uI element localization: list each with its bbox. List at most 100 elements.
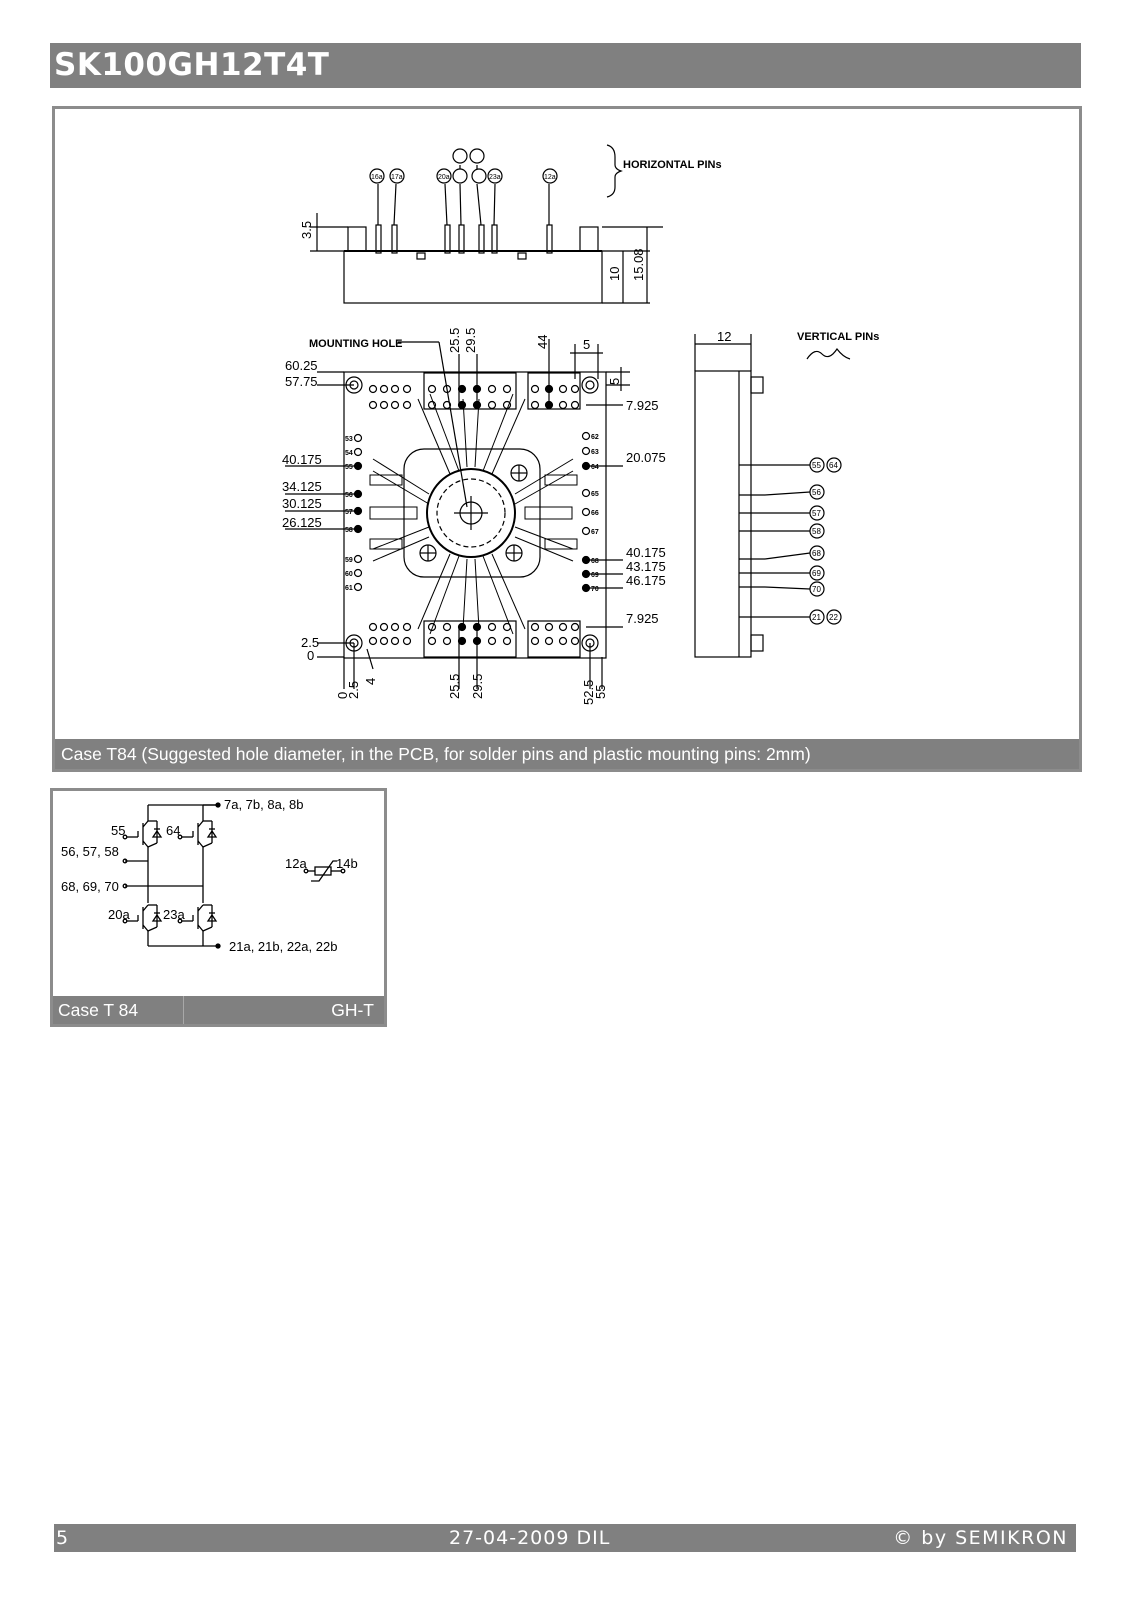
footer-date: 27-04-2009 DIL [449,1527,611,1549]
pin-60: 60 [345,571,353,578]
vertical-pins-label: VERTICAL PINs [797,331,879,343]
footer-copyright: © by SEMIKRON [893,1527,1068,1549]
right-side-view [694,370,752,658]
pin-70: 70 [591,586,599,593]
dim-57-75: 57.75 [285,374,318,389]
schematic-panel: 7a, 7b, 8a, 8b 21a, 21b, 22a, 22b 56, 57… [50,788,387,1027]
label-55: 55 [111,823,125,838]
dim-bottom-4: 4 [363,678,378,685]
pin-57: 57 [345,509,353,516]
schematic-topology-label: GH-T [331,1000,374,1020]
dim-26-125: 26.125 [282,515,322,530]
dim-right-7-925-bottom: 7.925 [626,611,659,626]
dim-30-125: 30.125 [282,496,322,511]
pin-67: 67 [591,529,599,536]
dim-34-125: 34.125 [282,479,322,494]
label-14b: 14b [336,856,358,871]
ntc-thermistor [303,860,346,882]
schematic-case-label: Case T 84 [53,996,184,1024]
vcallout-69: 69 [812,569,821,578]
page-title: SK100GH12T4T [50,43,1081,88]
pin-59: 59 [345,557,353,564]
callout-17a: 17a [391,174,403,181]
side-view-body [343,250,603,304]
callout-12a: 12a [544,174,556,181]
pin-64: 64 [591,464,599,471]
dim-top-44: 44 [535,335,550,349]
dim-right-40-175: 40.175 [626,545,666,560]
page-number: 5 [56,1527,69,1549]
callout-23a: 23a [489,174,501,181]
vertical-pins [739,464,811,618]
case-drawing-panel: HORIZONTAL PINs VERTICAL PINs MOUNTING H… [52,106,1082,772]
dim-20-075: 20.075 [626,450,666,465]
top-view-body [343,371,607,659]
left-pin-column [353,433,363,592]
side-view-pins [375,224,553,254]
case-drawing: HORIZONTAL PINs VERTICAL PINs MOUNTING H… [282,144,879,705]
pin-56: 56 [345,492,353,499]
label-68-70: 68, 69, 70 [61,879,119,894]
circuit-schematic: 7a, 7b, 8a, 8b 21a, 21b, 22a, 22b 56, 57… [61,797,358,954]
dim-left-0: 0 [307,648,314,663]
vcallout-22: 22 [829,613,838,622]
dim-left-2-5: 2.5 [301,635,319,650]
dim-width-12: 12 [717,329,731,344]
label-23a: 23a [163,907,185,922]
vcallout-64: 64 [829,461,838,470]
dim-top-29-5: 29.5 [463,328,478,353]
dim-46-175: 46.175 [626,573,666,588]
igbt-20a [137,904,163,932]
pin-63: 63 [591,449,599,456]
pin-65: 65 [591,491,599,498]
dim-bottom-29-5: 29.5 [470,674,485,699]
dim-bottom-25-5: 25.5 [447,674,462,699]
dim-top-25-5: 25.5 [447,328,462,353]
dim-bottom-0: 0 [335,692,350,699]
schematic-caption: Case T 84 GH-T [53,996,384,1024]
pin-61: 61 [345,585,353,592]
vertical-pin-callouts [809,457,842,625]
igbt-23a [192,904,218,932]
pin-53: 53 [345,436,353,443]
mounting-hole-label: MOUNTING HOLE [309,338,403,350]
pin-68: 68 [591,558,599,565]
vcallout-57: 57 [812,509,821,518]
callout-20a: 20a [438,174,450,181]
pin-66: 66 [591,510,599,517]
label-21a-22b: 21a, 21b, 22a, 22b [229,939,337,954]
dim-43-175: 43.175 [626,559,666,574]
label-20a: 20a [108,907,130,922]
pin-54: 54 [345,450,353,457]
igbt-55 [137,820,163,848]
vcallout-56: 56 [812,488,821,497]
dim-40-175: 40.175 [282,452,322,467]
dim-10: 10 [607,267,622,281]
vcallout-55: 55 [812,461,821,470]
dim-right-7-925-top: 7.925 [626,398,659,413]
dim-bottom-52-5: 52.5 [581,680,596,705]
horizontal-pins-label: HORIZONTAL PINs [623,159,722,171]
dim-bottom-2-5: 2.5 [346,681,361,699]
dim-15-08: 15.08 [631,248,646,281]
pin-69: 69 [591,572,599,579]
dim-60-25: 60.25 [285,358,318,373]
top-pin-row [368,384,580,410]
right-pin-column [581,431,591,593]
pin-62: 62 [591,434,599,441]
vcallout-68: 68 [812,549,821,558]
dim-top-5: 5 [583,337,590,352]
dim-3-5: 3.5 [299,221,314,239]
vcallout-21: 21 [812,613,821,622]
pin-55: 55 [345,464,353,471]
mounting-holes [345,376,599,652]
vcallout-70: 70 [812,585,821,594]
label-64: 64 [166,823,180,838]
vcallout-58: 58 [812,527,821,536]
dim-bottom-55: 55 [593,685,608,699]
callout-16a: 16a [371,174,383,181]
label-7a-8b: 7a, 7b, 8a, 8b [224,797,304,812]
igbt-64 [192,820,218,848]
footer: 5 27-04-2009 DIL © by SEMIKRON [54,1524,1076,1552]
case-caption: Case T84 (Suggested hole diameter, in th… [55,739,1079,769]
